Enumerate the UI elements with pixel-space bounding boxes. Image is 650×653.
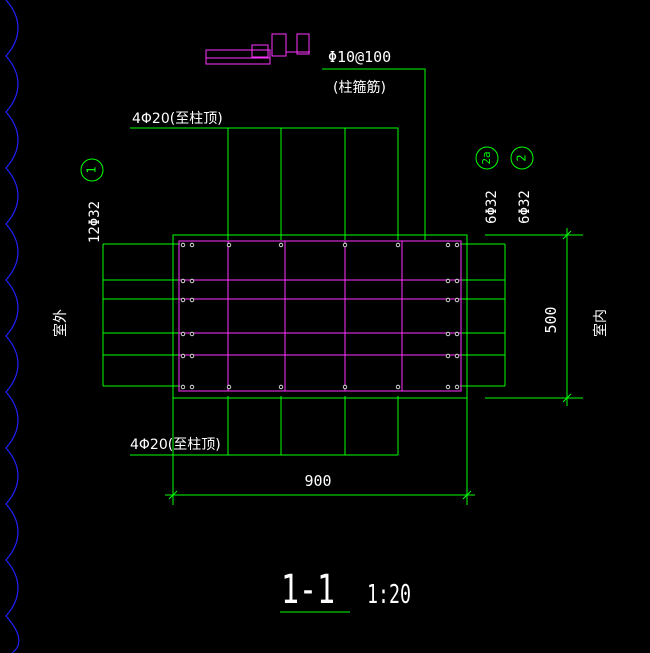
dim-width-label: 900: [304, 472, 331, 490]
stirrup-grid: [178, 240, 462, 392]
stirrup-note-label: (柱箍筋): [333, 79, 386, 96]
stirrup-spec-label: Φ10@100: [328, 48, 391, 66]
section-title: 1-1: [281, 567, 335, 613]
pink-symbol: [205, 33, 310, 65]
right-bars-b-label: 6Φ32: [517, 190, 533, 224]
left-bars-leaders: [102, 243, 180, 387]
outside-label: 室外: [52, 309, 69, 337]
right-bars-a-label: 6Φ32: [484, 190, 500, 224]
left-bars-label: 12Φ32: [87, 201, 103, 243]
inside-label: 室内: [592, 309, 609, 337]
marker-right-b-label: 2: [515, 154, 529, 161]
marker-circle-right-b: [510, 146, 534, 170]
marker-circle-left: [80, 158, 104, 182]
stirrup-leader: [322, 68, 426, 240]
dimension-height: [485, 228, 583, 406]
marker-right-a-label: 2a: [480, 151, 493, 164]
rebar-dots: [180, 242, 460, 390]
dim-height-label: 500: [542, 306, 560, 333]
marker-left-label: 1: [85, 166, 99, 173]
top-bars-label: 4Φ20(至柱顶): [132, 111, 223, 127]
bottom-bars-label: 4Φ20(至柱顶): [130, 437, 221, 453]
section-scale: 1:20: [367, 580, 411, 610]
dimension-width: [165, 398, 475, 505]
marker-circle-right-a: [475, 146, 499, 170]
column-outline: [172, 234, 468, 399]
top-bars-leader: [130, 127, 399, 240]
left-wave-border: [5, 0, 20, 653]
